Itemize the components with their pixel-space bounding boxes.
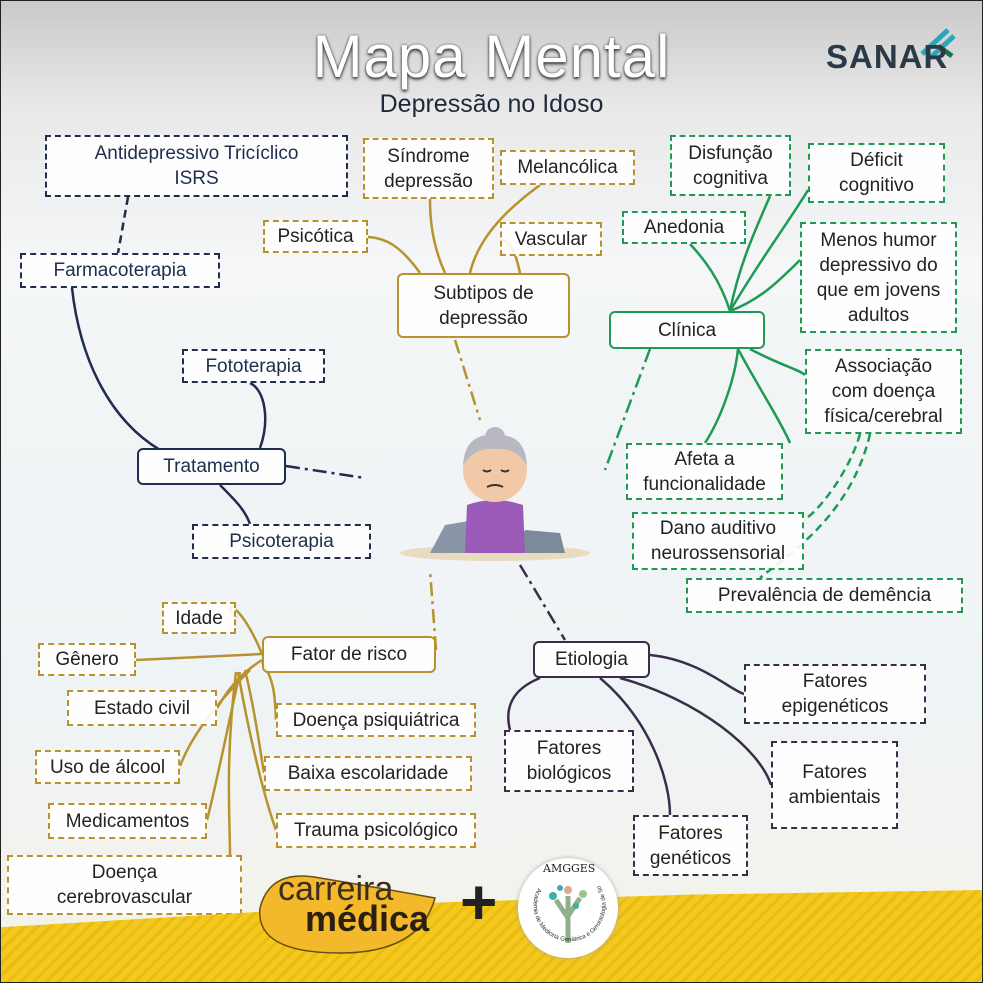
node-tratamento: Tratamento [137,448,286,485]
carreira-medica-logo-line2: médica [305,898,430,939]
node-menos-humor: Menos humor depressivo do que em jovens … [800,222,957,333]
node-anedonia: Anedonia [622,211,746,244]
node-genero: Gênero [38,643,136,676]
sanar-logo: SANAR [826,38,949,75]
node-subtipos: Subtipos de depressão [397,273,570,338]
tree-hand-icon [549,885,587,943]
amgges-ring-text: Academia de Medicina Geriátrica e Geront… [518,858,608,943]
node-prevalencia-demencia: Prevalência de demência [686,578,963,613]
node-clinica: Clínica [609,311,765,349]
sanar-logo-icon [920,28,956,60]
node-etiologia: Etiologia [533,641,650,678]
node-fototerapia: Fototerapia [182,349,325,383]
node-fatores-biologicos: Fatores biológicos [504,730,634,792]
node-doenca-cerebrovascular: Doença cerebrovascular [7,855,242,915]
node-fatores-epigeneticos: Fatores epigenéticos [744,664,926,724]
node-fatores-ambientais: Fatores ambientais [771,741,898,829]
node-deficit-cognitivo: Déficit cognitivo [808,143,945,203]
elderly-woman-illustration [400,427,590,561]
node-sindrome-depressao: Síndrome depressão [363,138,494,199]
node-doenca-psiquiatrica: Doença psiquiátrica [276,703,476,737]
node-psicoterapia: Psicoterapia [192,524,371,559]
plus-sign: + [460,866,498,938]
amgges-logo-text: AMGGES [543,862,596,875]
node-melancolica: Melancólica [500,150,635,185]
node-trauma-psicologico: Trauma psicológico [276,813,476,848]
carreira-medica-logo-line1: carreira [278,870,394,908]
node-dano-auditivo: Dano auditivo neurossensorial [632,512,804,570]
node-vascular: Vascular [500,222,602,256]
node-medicamentos: Medicamentos [48,803,207,839]
node-farmacos: Antidepressivo Tricíclico ISRS [45,135,348,197]
node-farmacoterapia: Farmacoterapia [20,253,220,288]
node-funcionalidade: Afeta a funcionalidade [626,443,783,500]
amgges-logo: Academia de Medicina Geriátrica e Geront… [518,858,618,958]
node-baixa-escolaridade: Baixa escolaridade [264,756,472,791]
node-estado-civil: Estado civil [67,690,217,726]
node-disfuncao-cognitiva: Disfunção cognitiva [670,135,791,196]
page-subtitle: Depressão no Idoso [379,90,604,118]
node-fator-risco: Fator de risco [262,636,436,673]
node-uso-alcool: Uso de álcool [35,750,180,784]
node-idade: Idade [162,602,236,634]
node-associacao-doenca: Associação com doença física/cerebral [805,349,962,434]
page-title: Mapa Mental [312,23,671,90]
carreira-medica-logo-shape [259,875,436,954]
node-psicotica: Psicótica [263,220,368,253]
node-fatores-geneticos: Fatores genéticos [633,815,748,876]
